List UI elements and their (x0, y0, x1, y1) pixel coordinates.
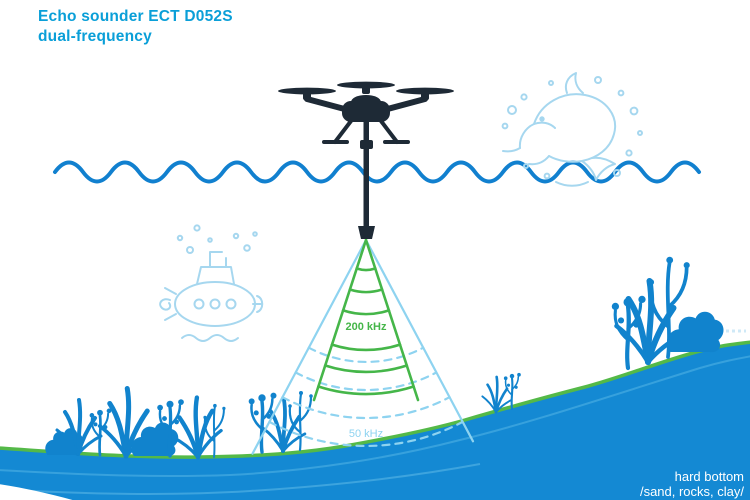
drone-body (342, 101, 390, 122)
bottom-left-gap (0, 484, 73, 500)
hard-bottom-caption-line1: hard bottom (675, 469, 744, 484)
drone-dome (351, 95, 381, 109)
water-surface-wave (53, 160, 701, 184)
sediment-contour-line (0, 355, 750, 478)
narrow-beam (312, 238, 420, 402)
transducer (358, 226, 375, 239)
diagram-title-line2: dual-frequency (38, 28, 152, 45)
submarine-icon (159, 224, 264, 342)
sensor-pole (363, 122, 369, 228)
narrow-beam-label: 200 kHz (346, 321, 387, 333)
dolphin-icon (501, 72, 643, 187)
dolphin-eye (539, 116, 545, 122)
drone-icon (278, 81, 454, 239)
wide-beam (251, 238, 475, 455)
seabed-fill (0, 342, 750, 500)
wide-beam-label: 50 kHz (349, 428, 383, 440)
sediment-contour-line-2 (0, 463, 481, 495)
hard-bottom-caption-line2: /sand, rocks, clay/ (640, 484, 744, 499)
diagram-title-line1: Echo sounder ECT D052S (38, 8, 233, 25)
